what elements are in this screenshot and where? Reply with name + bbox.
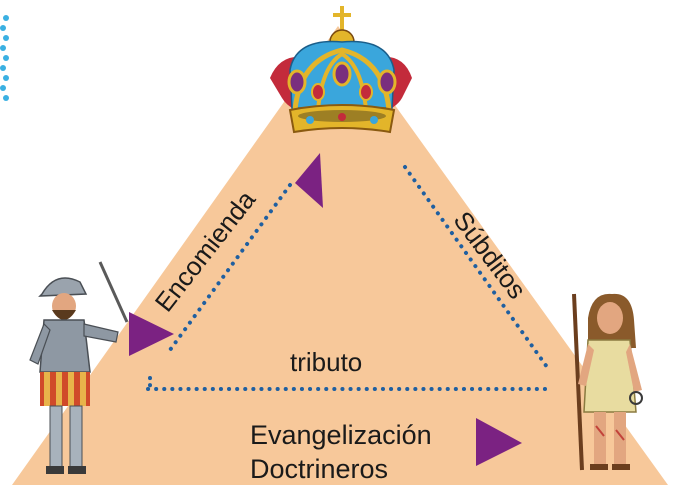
tributo-label: tributo — [290, 347, 363, 377]
subditos-line — [403, 165, 549, 369]
crown-icon — [270, 6, 412, 134]
conquistador-icon — [29, 261, 129, 474]
evangelizacion-label: Evangelización — [250, 420, 432, 450]
encomienda-line — [168, 183, 292, 352]
triangle-background — [12, 26, 668, 485]
arrow-to-indigenous — [476, 418, 522, 466]
arrow-to-conquistador — [129, 312, 174, 356]
edge-marker — [0, 15, 9, 101]
doctrineros-label: Doctrineros — [250, 454, 389, 484]
arrow-to-crown — [295, 153, 323, 208]
indigenous-person-icon — [572, 293, 643, 471]
